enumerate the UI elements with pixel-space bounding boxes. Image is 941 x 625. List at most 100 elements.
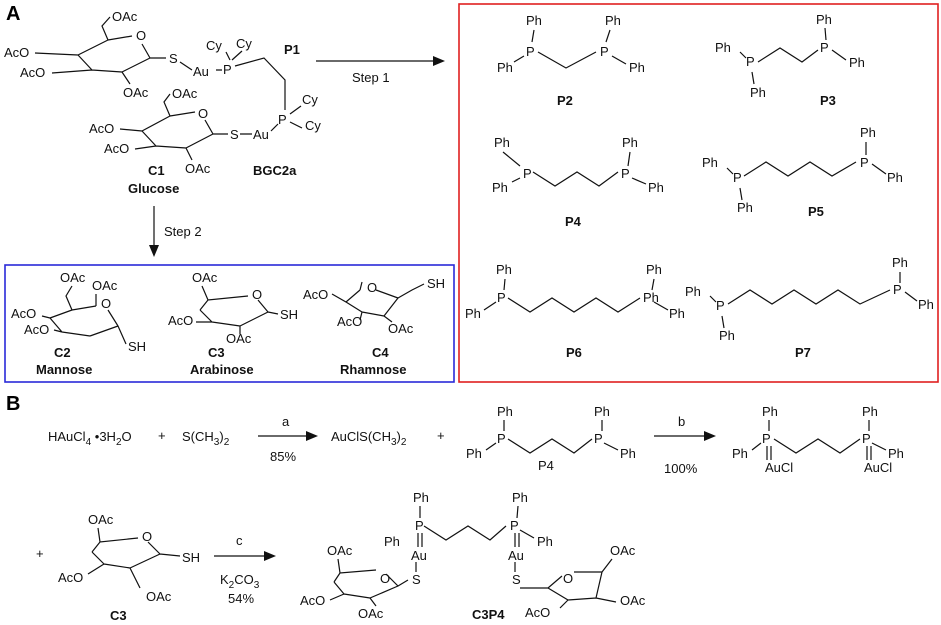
sugar-rhamnose: AcO O SH AcO OAc C4 Rhamnose: [303, 276, 445, 377]
svg-text:P: P: [415, 518, 424, 533]
svg-text:Ph: Ph: [413, 490, 429, 505]
svg-text:O: O: [367, 280, 377, 295]
step2-arrow: Step 2: [149, 206, 202, 257]
svg-text:P: P: [893, 282, 902, 297]
svg-text:O: O: [198, 106, 208, 121]
svg-text:P: P: [762, 431, 771, 446]
svg-text:AcO: AcO: [104, 141, 129, 156]
svg-text:OAc: OAc: [620, 593, 646, 608]
svg-text:Ph: Ph: [497, 60, 513, 75]
svg-text:P: P: [526, 44, 535, 59]
svg-text:SH: SH: [128, 339, 146, 354]
svg-text:Ph: Ph: [620, 446, 636, 461]
sugar-frame: [4, 264, 455, 383]
svg-text:Glucose: Glucose: [128, 181, 179, 196]
svg-text:S: S: [230, 127, 239, 142]
svg-text:Au: Au: [193, 64, 209, 79]
svg-text:Ph: Ph: [719, 328, 735, 343]
svg-text:Ph: Ph: [622, 135, 638, 150]
gold-phosphine-p1: Au P Cy Cy P1 P Cy Cy Au: [179, 36, 321, 142]
svg-text:C4: C4: [372, 345, 389, 360]
svg-text:SH: SH: [182, 550, 200, 565]
phosphine-p4: Ph P Ph Ph P Ph P4: [492, 135, 664, 229]
svg-text:BGC2a: BGC2a: [253, 163, 297, 178]
svg-text:OAc: OAc: [192, 270, 218, 285]
svg-text:AcO: AcO: [300, 593, 325, 608]
svg-text:c: c: [236, 533, 243, 548]
svg-text:HAuCl4 •3H2O: HAuCl4 •3H2O: [48, 429, 132, 448]
svg-text:a: a: [282, 414, 290, 429]
arrow-c: c K2CO3 54%: [214, 533, 276, 606]
svg-text:Ph: Ph: [497, 404, 513, 419]
svg-text:Cy: Cy: [236, 36, 252, 51]
svg-text:Au: Au: [253, 127, 269, 142]
svg-text:Ph: Ph: [737, 200, 753, 215]
svg-text:Step 1: Step 1: [352, 70, 390, 85]
svg-text:P5: P5: [808, 204, 824, 219]
svg-text:OAc: OAc: [88, 512, 114, 527]
plus-2: +: [437, 428, 445, 443]
svg-text:Arabinose: Arabinose: [190, 362, 254, 377]
svg-text:Ph: Ph: [849, 55, 865, 70]
svg-text:Cy: Cy: [206, 38, 222, 53]
panel-b-label: B: [6, 393, 20, 415]
step1-arrow: Step 1: [316, 56, 445, 85]
svg-text:Ph: Ph: [669, 306, 685, 321]
svg-text:Ph: Ph: [537, 534, 553, 549]
svg-text:P6: P6: [566, 345, 582, 360]
svg-text:P: P: [594, 431, 603, 446]
svg-text:OAc: OAc: [226, 331, 252, 346]
svg-text:O: O: [136, 28, 146, 43]
product-c3p4: Ph P Ph Au S Ph P Ph Au S OAc O AcO OAc …: [300, 490, 646, 622]
svg-text:P3: P3: [820, 93, 836, 108]
svg-text:C2: C2: [54, 345, 71, 360]
svg-text:Ph: Ph: [466, 446, 482, 461]
svg-text:SH: SH: [427, 276, 445, 291]
phosphine-p5: Ph P Ph Ph P Ph P5: [702, 125, 903, 219]
svg-text:OAc: OAc: [60, 270, 86, 285]
svg-text:AcO: AcO: [58, 570, 83, 585]
svg-text:OAc: OAc: [146, 589, 172, 604]
svg-text:Au: Au: [508, 548, 524, 563]
svg-text:K2CO3: K2CO3: [220, 572, 260, 591]
svg-text:P: P: [862, 431, 871, 446]
svg-text:b: b: [678, 414, 685, 429]
svg-text:Ph: Ph: [732, 446, 748, 461]
svg-text:P: P: [716, 298, 725, 313]
gold-complex-p4: Ph P Ph AuCl Ph P Ph AuCl: [732, 404, 904, 475]
svg-text:Ph: Ph: [512, 490, 528, 505]
svg-text:SH: SH: [280, 307, 298, 322]
svg-text:Ph: Ph: [702, 155, 718, 170]
svg-text:Ph: Ph: [594, 404, 610, 419]
svg-text:P: P: [733, 170, 742, 185]
phosphine-p3: Ph P Ph Ph P Ph P3: [715, 12, 865, 108]
svg-text:Au: Au: [411, 548, 427, 563]
svg-text:AcO: AcO: [303, 287, 328, 302]
svg-text:O: O: [252, 287, 262, 302]
svg-text:Ph: Ph: [492, 180, 508, 195]
svg-text:OAc: OAc: [172, 86, 198, 101]
svg-text:P2: P2: [557, 93, 573, 108]
svg-text:Ph: Ph: [892, 255, 908, 270]
svg-text:Ph: Ph: [646, 262, 662, 277]
phosphine-p7: Ph P Ph Ph P Ph P7: [685, 255, 934, 360]
svg-text:AcO: AcO: [4, 45, 29, 60]
svg-text:AuCl: AuCl: [765, 460, 793, 475]
svg-text:S(CH3)2: S(CH3)2: [182, 429, 230, 448]
svg-text:AcO: AcO: [525, 605, 550, 620]
svg-text:P: P: [746, 54, 755, 69]
svg-text:C3P4: C3P4: [472, 607, 505, 622]
svg-text:AcO: AcO: [11, 306, 36, 321]
svg-text:Ph: Ph: [762, 404, 778, 419]
svg-text:AcO: AcO: [168, 313, 193, 328]
svg-text:Ph: Ph: [888, 446, 904, 461]
svg-text:Ph: Ph: [643, 290, 659, 305]
panel-a-label: A: [6, 3, 20, 25]
svg-text:O: O: [101, 296, 111, 311]
svg-text:Ph: Ph: [918, 297, 934, 312]
svg-text:Ph: Ph: [750, 85, 766, 100]
svg-text:C3: C3: [208, 345, 225, 360]
svg-text:P: P: [510, 518, 519, 533]
reagent-haucl4: HAuCl4 •3H2O: [48, 429, 132, 448]
